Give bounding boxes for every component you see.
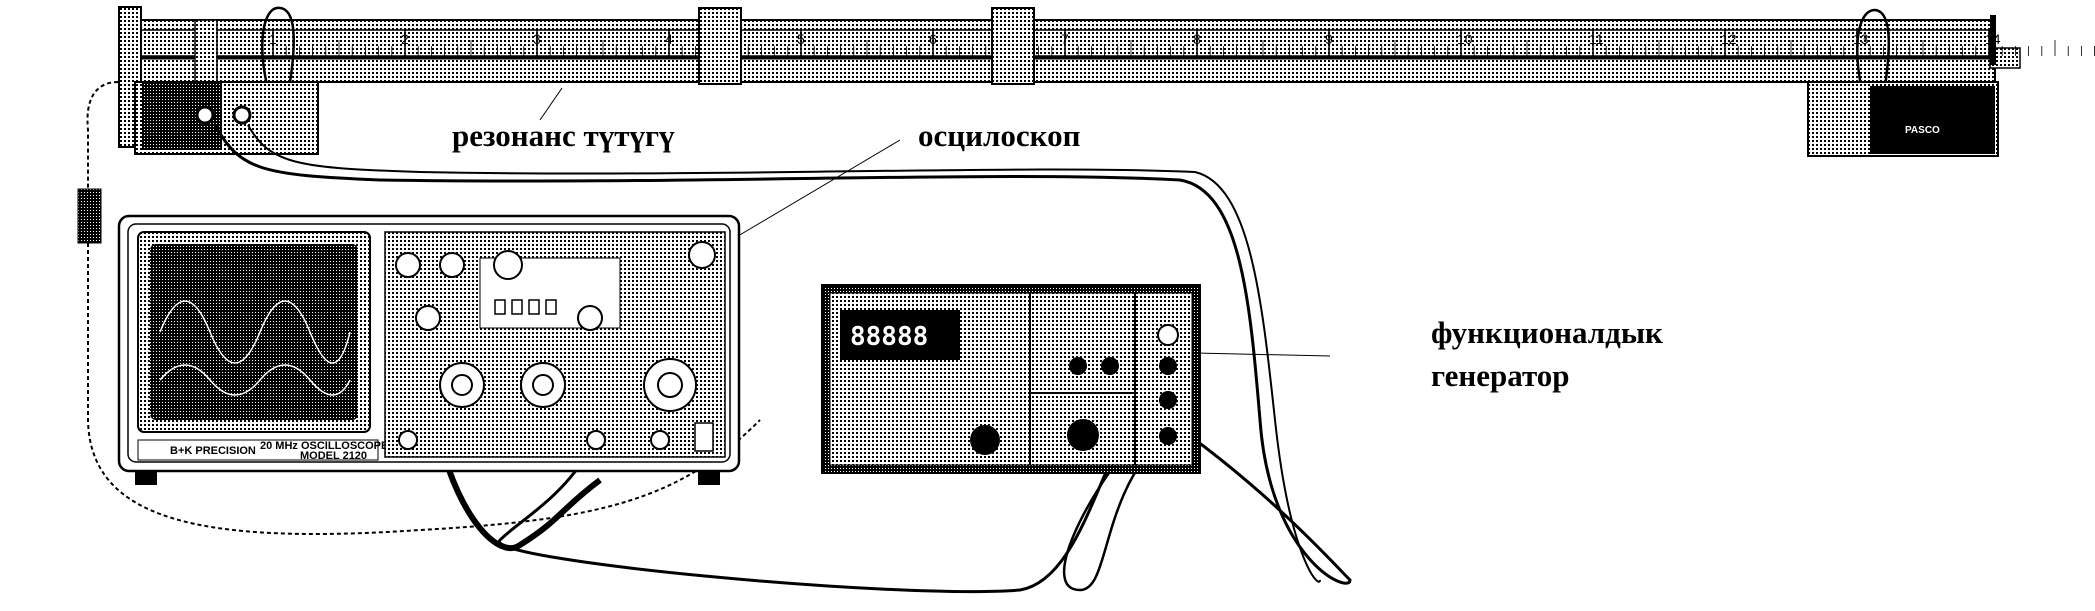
cables: [77, 81, 1352, 594]
knob-icon: [493, 250, 523, 280]
ruler-number: 13: [1853, 31, 1869, 47]
frequency-display: [840, 310, 960, 360]
waveform: [159, 300, 351, 364]
output-jack-icon: [1069, 357, 1087, 375]
labels: резонанс түтүгү осцилоскоп функционалдык…: [452, 87, 1663, 393]
knob-icon: [970, 425, 1000, 455]
input-jack-icon: [650, 430, 670, 450]
input-jack-icon: [398, 430, 418, 450]
waveform: [159, 364, 351, 396]
output-jack-icon: [1101, 357, 1119, 375]
knob-icon: [395, 252, 421, 278]
microphone-wire-loop: [261, 6, 295, 111]
function-generator-label-line2: генератор: [1431, 358, 1570, 393]
wire-loop: [1856, 8, 1890, 121]
stand-brand-label: PASCO: [1905, 125, 1940, 136]
output-jack-icon: [1159, 357, 1177, 375]
tube-clamp: [991, 7, 1035, 85]
connector-icon: [195, 105, 215, 125]
power-button: [1157, 324, 1179, 346]
leader-line: [539, 87, 563, 121]
function-generator-label-line1: функционалдык: [1431, 315, 1663, 350]
leader-line: [1194, 352, 1331, 357]
ruler-number: 12: [1721, 31, 1737, 47]
connector-icon: [232, 105, 252, 125]
resonance-tube: 1234567891011121314: [118, 6, 2095, 148]
knob-icon: [439, 252, 465, 278]
ruler-number: 11: [1589, 31, 1604, 47]
power-switch: [694, 422, 714, 452]
output-jack-icon: [1159, 391, 1177, 409]
oscilloscope: B+K PRECISION 20 MHz OSCILLOSCOPE MODEL …: [117, 214, 741, 485]
oscilloscope-model: MODEL 2120: [300, 450, 367, 462]
oscilloscope-brand: B+K PRECISION: [170, 445, 256, 457]
function-generator: 88888: [821, 284, 1201, 474]
knob-icon: [688, 241, 716, 269]
foot: [135, 471, 157, 485]
frequency-display-text: 88888: [850, 322, 928, 352]
leader-line: [737, 139, 901, 237]
right-stand: PASCO: [1807, 81, 1999, 157]
oscilloscope-label: осцилоскоп: [918, 118, 1081, 153]
knob-icon: [1067, 419, 1099, 451]
oscilloscope-name: 20 MHz OSCILLOSCOPE: [260, 440, 388, 452]
inline-module: [77, 188, 102, 244]
resonance-tube-label: резонанс түтүгү: [452, 118, 675, 153]
knob-icon: [577, 305, 603, 331]
ruler-number: 10: [1457, 31, 1473, 47]
knobs: [395, 241, 716, 450]
knob-icon: [415, 305, 441, 331]
ruler-number: 14: [1985, 31, 2001, 47]
tube-clamp: [698, 7, 742, 85]
output-jack-icon: [1159, 427, 1177, 445]
input-jack-icon: [586, 430, 606, 450]
foot: [698, 471, 720, 485]
